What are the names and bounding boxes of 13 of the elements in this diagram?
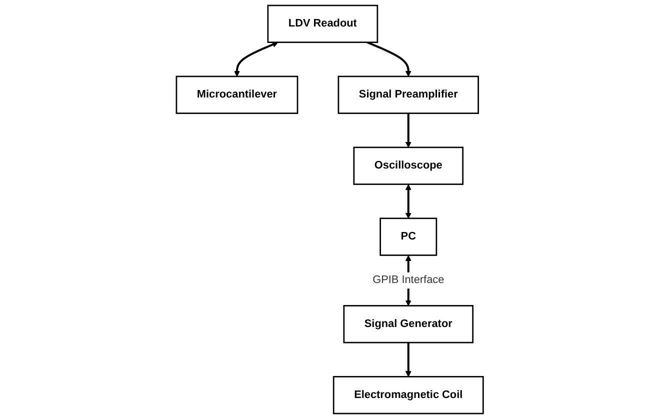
arrow <box>234 42 278 77</box>
node-box: LDV Readout <box>267 4 378 43</box>
arrow <box>366 41 412 77</box>
node-box: Signal Preamplifier <box>338 76 480 114</box>
edge-label: GPIB Interface <box>372 274 444 286</box>
node-box: Electromagnetic Coil <box>333 376 484 414</box>
node-box: Signal Generator <box>343 305 474 344</box>
arrow <box>406 184 412 219</box>
arrow <box>406 113 412 148</box>
node-box: Oscilloscope <box>353 146 464 185</box>
arrow <box>406 342 412 377</box>
node-box: PC <box>380 218 438 256</box>
node-box: Microcantilever <box>176 76 298 114</box>
